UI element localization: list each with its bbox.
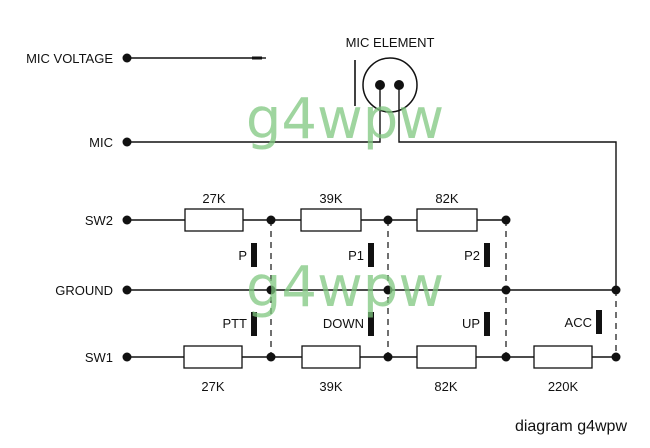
label-mic-voltage: MIC VOLTAGE (26, 51, 113, 66)
label-switch-p2: P2 (464, 248, 480, 263)
resistor-sw1-27k (183, 345, 243, 369)
label-resistor-sw1-220k: 220K (548, 379, 579, 394)
switch-p1-button (368, 243, 374, 267)
switch-p-button (251, 243, 257, 267)
label-mic-element: MIC ELEMENT (346, 35, 435, 50)
junction-dot (266, 215, 276, 225)
label-resistor-sw2-39k: 39K (319, 191, 342, 206)
junction-dots (122, 53, 621, 362)
junction-dot (501, 285, 511, 295)
label-resistor-sw1-82k: 82K (434, 379, 457, 394)
switch-ptt-button (251, 312, 257, 336)
junction-dot (611, 352, 621, 362)
terminal-dot-sw2 (122, 215, 132, 225)
resistor-sw1-82k (416, 345, 477, 369)
watermark-middle: g4wpw (246, 255, 444, 320)
label-switch-up: UP (462, 316, 480, 331)
mic-wire (127, 85, 617, 290)
junction-dot (266, 352, 276, 362)
junction-dot (383, 215, 393, 225)
junction-dot (266, 285, 276, 295)
terminal-dot-mic-voltage (122, 53, 132, 63)
terminal-dot-mic (122, 137, 132, 147)
switch-acc-button (596, 310, 602, 334)
junction-dot (383, 285, 393, 295)
junction-dot (501, 215, 511, 225)
label-sw1: SW1 (85, 350, 113, 365)
label-switch-ptt: PTT (222, 316, 247, 331)
watermark-top: g4wpw (246, 87, 444, 152)
switch-up-button (484, 312, 490, 336)
resistor-sw2-82k (416, 208, 478, 232)
label-resistor-sw2-82k: 82K (435, 191, 458, 206)
terminal-dot-sw1 (122, 352, 132, 362)
label-resistor-sw1-27k: 27K (201, 379, 224, 394)
resistor-sw2-27k (184, 208, 244, 232)
switch-down-button (368, 312, 374, 336)
switch-p2-button (484, 243, 490, 267)
resistor-sw1-220k (533, 345, 593, 369)
label-sw2: SW2 (85, 213, 113, 228)
junction-dot (501, 352, 511, 362)
label-ground: GROUND (55, 283, 113, 298)
label-switch-p1: P1 (348, 248, 364, 263)
diagram-caption: diagram g4wpw (515, 418, 628, 435)
terminal-dot-ground (122, 285, 132, 295)
junction-dot (383, 352, 393, 362)
label-resistor-sw2-27k: 27K (202, 191, 225, 206)
junction-dot (611, 285, 621, 295)
mic-element-symbol (354, 57, 418, 113)
resistor-sw2-39k (300, 208, 362, 232)
resistor-sw1-39k (301, 345, 361, 369)
label-switch-acc: ACC (565, 315, 592, 330)
label-mic: MIC (89, 135, 113, 150)
label-switch-down: DOWN (323, 316, 364, 331)
label-resistor-sw1-39k: 39K (319, 379, 342, 394)
label-switch-p: P (238, 248, 247, 263)
